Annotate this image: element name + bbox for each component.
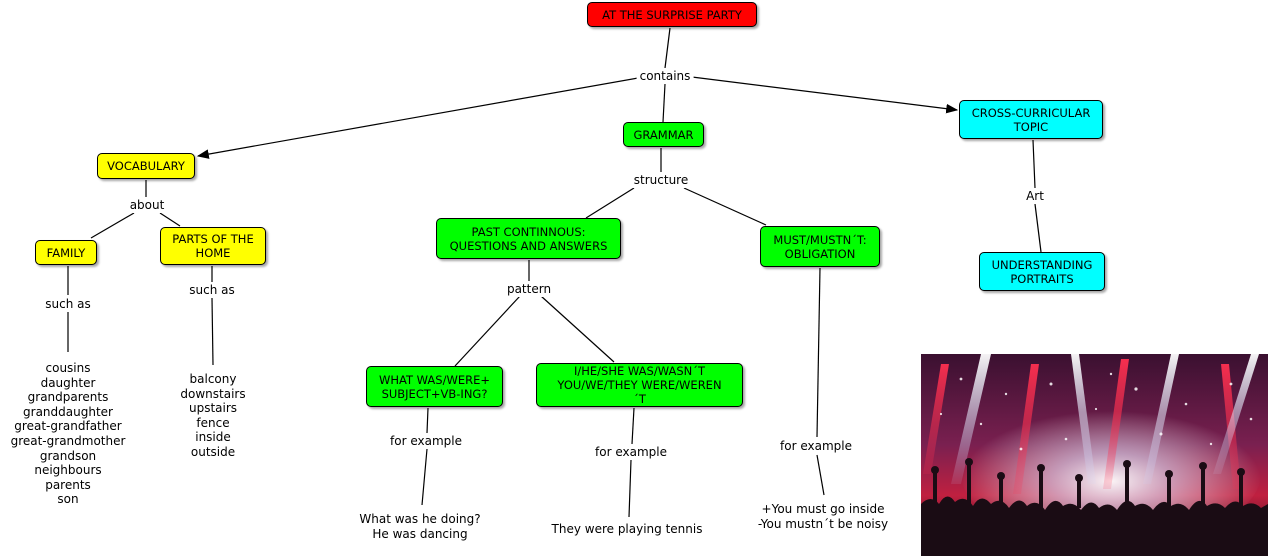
link-questions-for-example: for example <box>387 433 465 449</box>
arrow-to-crosscurricular <box>691 76 959 114</box>
line-art-portraits <box>1034 203 1042 253</box>
line-forexample-answers-example <box>628 459 632 518</box>
link-about: about <box>126 197 168 213</box>
list-item: great-grandfather <box>14 419 122 434</box>
questions-pattern-node[interactable]: WHAT WAS/WERE+ SUBJECT+VB-ING? <box>366 366 503 407</box>
link-home-such-as: such as <box>186 282 238 298</box>
questions-example: What was he doing? He was dancing <box>359 512 480 541</box>
root-node[interactable]: AT THE SURPRISE PARTY <box>587 2 757 27</box>
line-about-family <box>90 212 135 239</box>
example-line: -You mustn´t be noisy <box>757 516 889 531</box>
list-item: grandson <box>39 448 97 463</box>
must-node[interactable]: MUST/MUSTN´T: OBLIGATION <box>760 226 880 267</box>
list-item: neighbours <box>34 463 102 478</box>
example-line: What was he doing? <box>359 512 481 526</box>
list-item: grandparents <box>27 390 109 405</box>
answers-example: They were playing tennis <box>552 522 703 537</box>
link-must-for-example: for example <box>777 438 855 454</box>
vocabulary-node-label: VOCABULARY <box>107 159 185 173</box>
list-item: upstairs <box>188 401 238 416</box>
list-item: balcony <box>189 372 237 386</box>
line-questions-forexample <box>426 407 429 434</box>
example-line: They were playing tennis <box>551 522 703 536</box>
list-item: son <box>57 492 79 507</box>
link-art: Art <box>1023 188 1047 204</box>
list-item: fence <box>196 415 230 430</box>
line-cross-art <box>1032 139 1036 189</box>
past-continuous-node[interactable]: PAST CONTINNOUS: QUESTIONS AND ANSWERS <box>436 218 621 259</box>
line-structure-must <box>683 187 767 226</box>
line-suchas-home-words <box>211 297 214 366</box>
line-pattern-answers <box>540 295 615 363</box>
grammar-node-label: GRAMMAR <box>633 127 694 142</box>
example-line: +You must go inside <box>761 502 885 516</box>
grammar-node[interactable]: GRAMMAR <box>623 122 704 147</box>
must-node-label: MUST/MUSTN´T: OBLIGATION <box>773 232 867 261</box>
questions-pattern-node-label: WHAT WAS/WERE+ SUBJECT+VB-ING? <box>379 372 490 401</box>
line-answers-forexample <box>631 407 635 445</box>
line-pattern-questions <box>454 295 521 367</box>
line-contains-grammar <box>662 83 666 123</box>
cross-curricular-node-label: CROSS-CURRICULAR TOPIC <box>971 105 1091 134</box>
link-structure: structure <box>630 172 692 188</box>
past-continuous-node-label: PAST CONTINNOUS: QUESTIONS AND ANSWERS <box>449 224 608 253</box>
family-node-label: FAMILY <box>46 245 86 260</box>
concert-crowd-photo <box>921 354 1268 556</box>
root-node-label: AT THE SURPRISE PARTY <box>602 7 742 22</box>
line-must-forexample <box>816 267 821 438</box>
list-item: outside <box>190 444 236 459</box>
home-node[interactable]: PARTS OF THE HOME <box>160 227 266 265</box>
link-contains: contains <box>636 68 694 84</box>
list-item: cousins <box>45 361 91 375</box>
must-example: +You must go inside -You mustn´t be nois… <box>758 502 888 531</box>
example-line: He was dancing <box>372 526 468 541</box>
family-words-list: cousins daughter grandparents granddaugh… <box>11 361 126 507</box>
cross-curricular-node[interactable]: CROSS-CURRICULAR TOPIC <box>959 100 1103 139</box>
list-item: daughter <box>40 375 96 390</box>
line-forexample-questions-example <box>421 448 428 506</box>
list-item: inside <box>195 430 231 445</box>
list-item: downstairs <box>180 386 246 401</box>
list-item: great-grandmother <box>10 433 126 448</box>
answers-pattern-node[interactable]: I/HE/SHE WAS/WASN´T YOU/WE/THEY WERE/WER… <box>536 363 743 407</box>
home-words-list: balcony downstairs upstairs fence inside… <box>180 372 245 460</box>
link-family-such-as: such as <box>42 296 94 312</box>
vocabulary-node[interactable]: VOCABULARY <box>97 153 195 179</box>
line-structure-past <box>585 187 635 219</box>
line-forexample-must-example <box>816 454 825 496</box>
family-node[interactable]: FAMILY <box>35 240 97 265</box>
arrow-to-vocabulary <box>196 77 639 159</box>
portraits-node-label: UNDERSTANDING PORTRAITS <box>991 257 1093 286</box>
line-about-home <box>159 212 181 227</box>
answers-pattern-node-label: I/HE/SHE WAS/WASN´T YOU/WE/THEY WERE/WER… <box>557 364 722 406</box>
portraits-node[interactable]: UNDERSTANDING PORTRAITS <box>979 252 1105 291</box>
home-node-label: PARTS OF THE HOME <box>172 232 254 260</box>
list-item: granddaughter <box>23 404 113 419</box>
link-answers-for-example: for example <box>592 444 670 460</box>
list-item: parents <box>45 477 91 492</box>
link-pattern: pattern <box>503 281 555 297</box>
line-root-contains <box>664 27 671 69</box>
